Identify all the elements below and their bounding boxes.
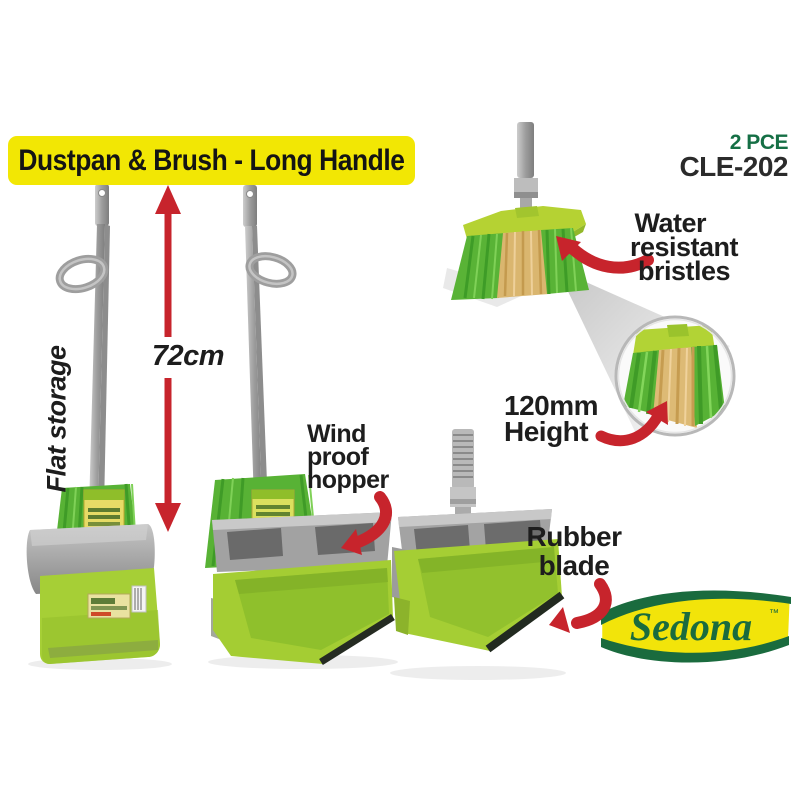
dustpan-handle [450,429,476,523]
bristle-zoom-circle [613,314,737,438]
rubber-blade-edge [319,614,395,665]
windproof-hopper-lid [212,512,392,572]
stored-dustpan-illustration [26,184,172,670]
handle-length-label: 72cm [151,340,225,372]
sedona-brand-logo: Sedona ™ [599,589,793,664]
product-title-banner: Dustpan & Brush - Long Handle [8,136,415,185]
product-code: CLE-202 [679,151,788,183]
flat-storage-label: Flat storage [41,345,72,493]
water-resistant-label: Water resistant bristles [629,208,739,286]
broom-handle-stub [514,122,538,208]
open-dustpan-illustration [390,429,566,680]
broom-handle [55,184,110,508]
broom-handle [243,185,297,534]
bristle-height-label: 120mm Height [504,390,599,447]
rubber-blade-label: Rubber blade [526,521,623,581]
piece-count: 2 PCE [729,131,789,154]
broom-head-bristles [451,227,589,300]
dustpan-pan [392,539,565,653]
trademark-symbol: ™ [769,608,779,619]
open-dustpan-with-broom-illustration [205,185,398,669]
product-codes: 2 PCE CLE-202 [679,132,788,182]
product-title: Dustpan & Brush - Long Handle [18,143,405,177]
broom-head-illustration [451,122,589,300]
magnified-bristles [623,324,725,428]
dustpan-body [40,568,160,664]
brand-name: Sedona [630,604,752,649]
barcode-sticker [131,585,147,613]
dustpan-pan [211,560,395,665]
windproof-hopper-label: Wind proof hopper [307,420,389,494]
rubber-blade-edge [485,591,565,653]
